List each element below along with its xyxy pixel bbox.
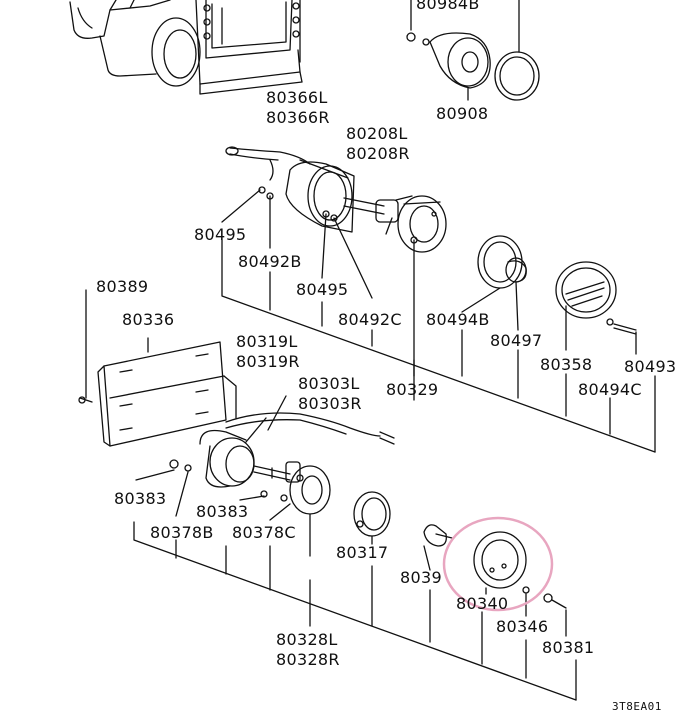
bulb-80497-drawing — [477, 235, 527, 289]
part-label-80319R: 80319R — [236, 352, 300, 371]
part-label-80366L: 80366L — [266, 88, 328, 107]
bulb-8039x-drawing — [423, 524, 453, 547]
part-label-80383-b: 80383 — [196, 502, 249, 521]
part-label-80494B: 80494B — [426, 310, 490, 329]
lens-80340-drawing — [473, 531, 567, 609]
lens-80358-drawing — [555, 261, 637, 335]
ring-80317-drawing — [353, 491, 391, 537]
part-label-80381: 80381 — [542, 638, 595, 657]
part-label-80389: 80389 — [96, 277, 149, 296]
part-label-80383-a: 80383 — [114, 489, 167, 508]
part-label-80329: 80329 — [386, 380, 439, 399]
part-label-80497: 80497 — [490, 331, 543, 350]
part-label-80208L: 80208L — [346, 124, 408, 143]
part-label-80208R: 80208R — [346, 144, 410, 163]
part-label-80319L: 80319L — [236, 332, 298, 351]
part-label-8039x: 8039 — [400, 568, 442, 587]
bracket-80336-drawing — [78, 289, 237, 447]
part-label-80492B: 80492B — [238, 252, 302, 271]
part-label-80495-a: 80495 — [194, 225, 247, 244]
part-label-80378C: 80378C — [232, 523, 296, 542]
part-label-80328L: 80328L — [276, 630, 338, 649]
part-label-80358: 80358 — [540, 355, 593, 374]
highlight-circle — [442, 516, 554, 612]
part-label-80908: 80908 — [436, 104, 489, 123]
part-label-80492C: 80492C — [338, 310, 402, 329]
leader-lines-upper — [221, 189, 656, 453]
part-label-80366R: 80366R — [266, 108, 330, 127]
part-label-80303L: 80303L — [298, 374, 360, 393]
part-label-80493: 80493 — [624, 357, 677, 376]
lower-lamp-80303-drawing — [169, 395, 395, 515]
part-label-80303R: 80303R — [298, 394, 362, 413]
part-label-80378B: 80378B — [150, 523, 214, 542]
vehicle-rear-drawing — [69, 0, 303, 95]
part-label-80984B: 80984B — [416, 0, 480, 13]
leader-lines-lower — [133, 469, 577, 701]
figure-code: 3T8EA01 — [612, 700, 662, 713]
part-label-80340: 80340 — [456, 594, 509, 613]
part-label-80346: 80346 — [496, 617, 549, 636]
turn-lamp-assembly-drawing — [225, 146, 447, 253]
part-label-80328R: 80328R — [276, 650, 340, 669]
part-label-80494C: 80494C — [578, 380, 642, 399]
side-lamp-80908-drawing — [406, 0, 540, 101]
part-label-80317: 80317 — [336, 543, 389, 562]
part-label-80495-b: 80495 — [296, 280, 349, 299]
part-label-80336: 80336 — [122, 310, 175, 329]
